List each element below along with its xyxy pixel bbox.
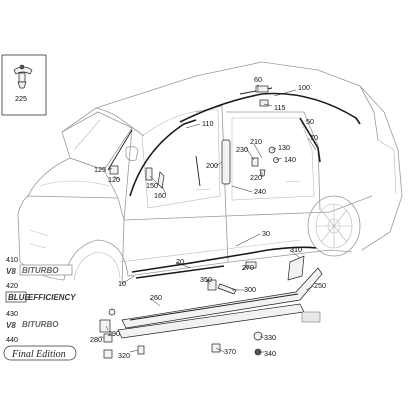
callout-230: 230 [236,145,248,154]
wheel-trim [287,255,305,281]
svg-text:EFFICIENCY: EFFICIENCY [28,293,76,302]
callout-260: 260 [150,293,162,302]
clip-icon [13,64,33,89]
inset-clip-detail: 225 [1,54,47,116]
callout-310: 310 [290,245,302,254]
callout-340: 340 [264,349,276,358]
callout-60: 60 [254,75,262,84]
callout-70: 70 [310,133,318,142]
final-edition-badge: Final Edition [3,345,77,361]
callout-330: 330 [264,333,276,342]
door-frame-trim [299,117,321,163]
callout-220: 220 [250,173,262,182]
svg-text:V8: V8 [6,321,16,330]
callout-115: 115 [274,103,285,112]
svg-text:Final Edition: Final Edition [11,349,66,360]
callout-30: 30 [262,229,270,238]
callout-255-box [301,311,321,323]
callout-350: 350 [200,275,212,284]
car-body-outline [17,61,403,285]
callout-320: 320 [118,351,130,360]
callout-20: 20 [176,257,184,266]
callout-420: 420 [6,281,18,290]
callout-150: 150 [146,181,158,190]
callout-140: 140 [284,155,296,164]
callout-210: 210 [250,137,262,146]
callout-240: 240 [254,187,266,196]
svg-text:BITURBO: BITURBO [22,320,59,329]
callout-410: 410 [6,255,18,264]
svg-text:V8: V8 [6,267,16,276]
roof-trim-strip [179,92,361,125]
rear-wheel [307,195,361,257]
trim-parts [99,85,361,359]
belt-molding [131,246,317,273]
callout-300: 300 [244,285,256,294]
callout-110: 110 [202,119,213,128]
callout-290: 290 [108,329,120,338]
callout-440: 440 [6,335,18,344]
inset-part-number: 225 [15,94,27,103]
callout-370: 370 [224,347,236,356]
callout-10: 10 [118,279,126,288]
callout-125: 125 [94,165,106,174]
pillar-cover [221,139,231,185]
v8-biturbo-badge-b: V8 BITURBO [6,320,59,330]
callout-250: 250 [314,281,326,290]
svg-text:BLUE: BLUE [8,293,30,302]
callout-50: 50 [306,117,314,126]
callout-130: 130 [278,143,290,152]
callout-280: 280 [90,335,102,344]
badges: 410 V8 BITURBO 420 BLUE EFFICIENCY 430 V… [3,255,77,361]
blue-efficiency-badge: BLUE EFFICIENCY [5,291,76,303]
callout-270: 270 [242,263,254,272]
callout-100: 100 [298,83,310,92]
callout-160: 160 [154,191,166,200]
callout-430: 430 [6,309,18,318]
v8-biturbo-badge-a: V8 BITURBO [6,264,73,276]
leader-lines [99,84,317,353]
callout-120: 120 [108,175,120,184]
a-pillar-trim [129,119,197,197]
callout-200: 200 [206,161,218,170]
svg-text:BITURBO: BITURBO [22,266,59,275]
